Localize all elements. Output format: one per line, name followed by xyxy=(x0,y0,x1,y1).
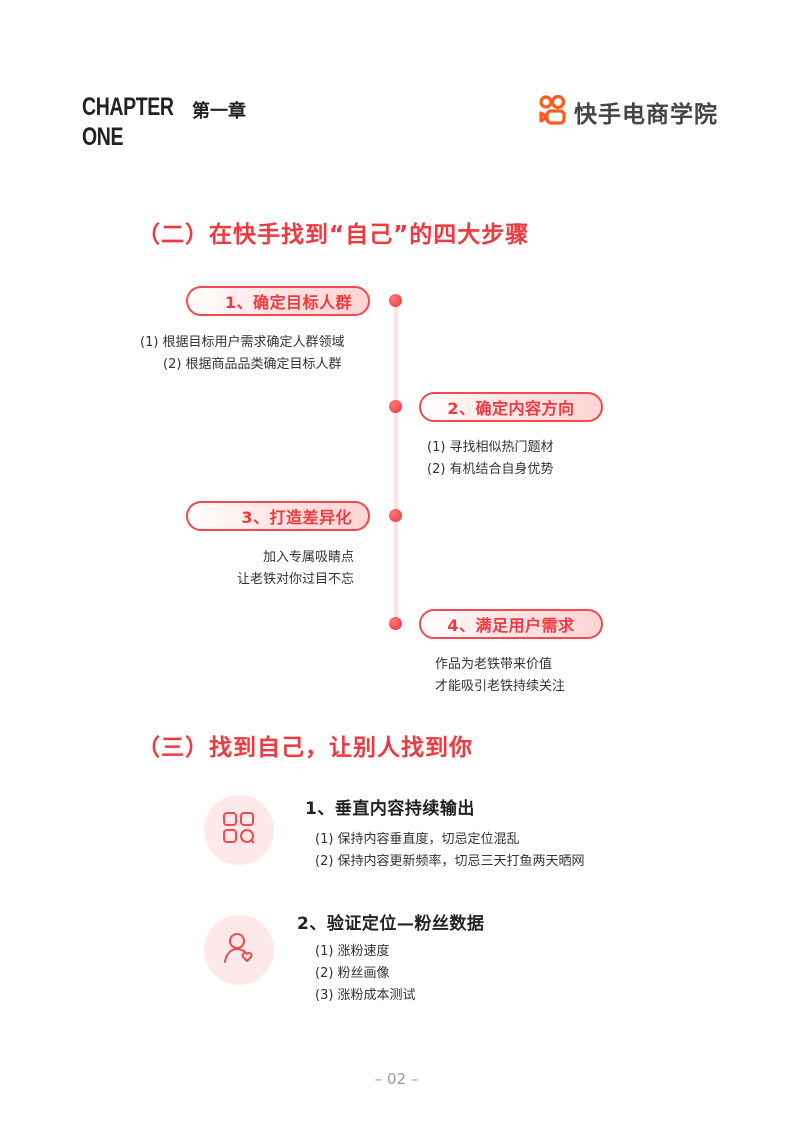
chapter-en-line2: ONE xyxy=(82,123,124,151)
step-2-line-1: (1) 寻找相似热门题材 xyxy=(427,440,554,455)
step-2-line-2: (2) 有机结合自身优势 xyxy=(427,462,554,477)
item-2-line-1: (1) 涨粉速度 xyxy=(315,944,390,959)
grid-search-icon xyxy=(222,811,256,849)
step-2-label: 2、确定内容方向 xyxy=(447,399,575,418)
section2-title: （二）在快手找到“自己”的四大步骤 xyxy=(137,222,530,248)
item-2-line-2: (2) 粉丝画像 xyxy=(315,966,390,981)
timeline-dot-2 xyxy=(389,400,402,413)
step-1-label: 1、确定目标人群 xyxy=(224,293,352,312)
kuaishou-camera-icon xyxy=(538,94,568,130)
timeline-dot-4 xyxy=(389,617,402,630)
step-4-line-1: 作品为老铁带来价值 xyxy=(435,657,553,672)
step-3-line-2: 让老铁对你过目不忘 xyxy=(236,572,354,587)
step-3-line-1: 加入专属吸睛点 xyxy=(262,550,354,565)
chapter-en-line1: CHAPTER xyxy=(82,93,174,121)
step-1-line-1: (1) 根据目标用户需求确定人群领域 xyxy=(140,335,345,350)
item-1-line-2: (2) 保持内容更新频率，切忌三天打鱼两天晒网 xyxy=(315,854,585,869)
step-4-label: 4、满足用户需求 xyxy=(447,616,575,635)
step-2-description: (1) 寻找相似热门题材 (2) 有机结合自身优势 xyxy=(427,437,627,481)
item-1-icon-circle xyxy=(204,795,274,865)
chapter-label-cn: 第一章 xyxy=(192,101,246,122)
step-1-line-2: (2) 根据商品品类确定目标人群 xyxy=(163,357,342,372)
item-2-description: (1) 涨粉速度 (2) 粉丝画像 (3) 涨粉成本测试 xyxy=(315,941,515,1007)
section3-title: （三）找到自己，让别人找到你 xyxy=(137,735,473,761)
item-2-line-3: (3) 涨粉成本测试 xyxy=(315,988,416,1003)
kuaishou-ecommerce-logo: 快手电商学院 xyxy=(538,94,718,130)
item-1-title: 1、垂直内容持续输出 xyxy=(305,799,475,819)
timeline-dot-1 xyxy=(389,294,402,307)
step-4-description: 作品为老铁带来价值 才能吸引老铁持续关注 xyxy=(435,654,635,698)
item-2-icon-circle xyxy=(204,915,274,985)
step-4-pill: 4、满足用户需求 xyxy=(419,609,603,639)
item-1-description: (1) 保持内容垂直度，切忌定位混乱 (2) 保持内容更新频率，切忌三天打鱼两天… xyxy=(315,829,635,873)
item-1-line-1: (1) 保持内容垂直度，切忌定位混乱 xyxy=(315,832,520,847)
step-1-description: (1) 根据目标用户需求确定人群领域 (2) 根据商品品类确定目标人群 xyxy=(140,332,380,376)
page-number: – 02 – xyxy=(374,1070,419,1088)
step-1-pill: 1、确定目标人群 xyxy=(186,286,370,316)
item-2-title: 2、验证定位—粉丝数据 xyxy=(297,914,485,934)
step-3-label: 3、打造差异化 xyxy=(241,508,352,527)
step-3-description: 加入专属吸睛点 让老铁对你过目不忘 xyxy=(180,547,354,591)
logo-text: 快手电商学院 xyxy=(574,102,718,128)
step-3-pill: 3、打造差异化 xyxy=(186,501,370,531)
step-4-line-2: 才能吸引老铁持续关注 xyxy=(435,679,566,694)
step-2-pill: 2、确定内容方向 xyxy=(419,392,603,422)
user-heart-icon xyxy=(222,931,256,969)
chapter-label-en: CHAPTER ONE xyxy=(82,92,174,152)
timeline-dot-3 xyxy=(389,509,402,522)
timeline-line xyxy=(394,300,398,624)
